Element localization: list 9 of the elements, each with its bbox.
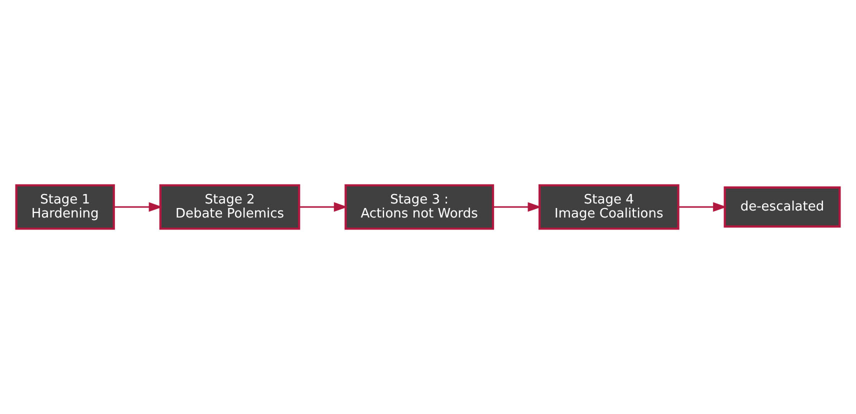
arrow xyxy=(300,202,348,212)
node-box: Stage 2 Debate Polemics xyxy=(159,184,300,230)
arrow xyxy=(678,202,727,212)
node-box: Stage 4 Image Coalitions xyxy=(538,184,680,230)
arrow xyxy=(114,202,162,212)
node-box: de-escalated xyxy=(724,186,841,228)
node-box: Stage 1 Hardening xyxy=(15,184,115,230)
node-box: Stage 3 : Actions not Words xyxy=(344,184,494,230)
arrow xyxy=(493,202,542,212)
